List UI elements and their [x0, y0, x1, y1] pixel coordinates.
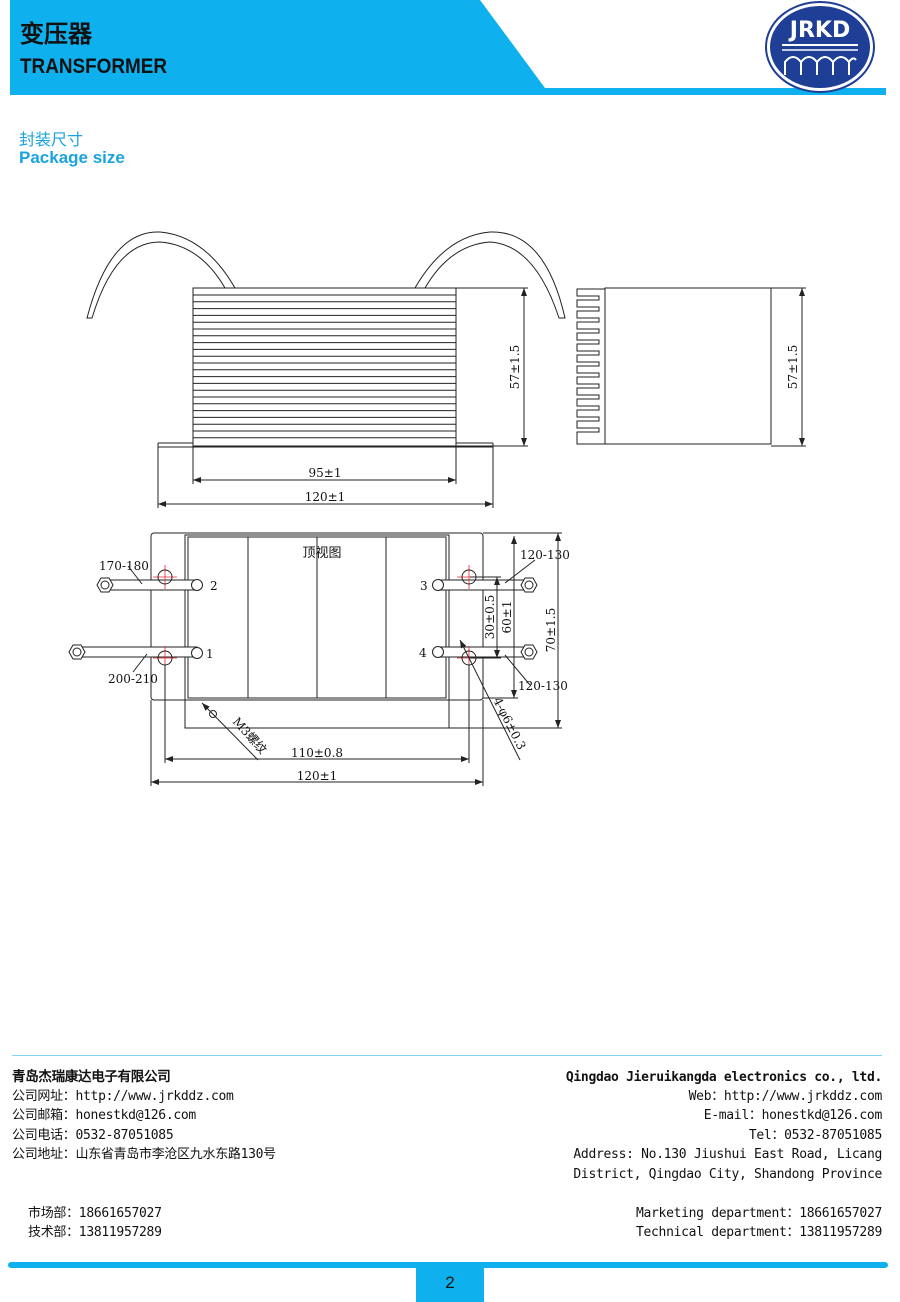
- email-en: E-mail：honestkd@126.com: [703, 1108, 883, 1123]
- side-height-dim: 57±1.5: [786, 345, 800, 389]
- address-cn: 公司地址：山东省青岛市李沧区九水东路130号: [12, 1147, 276, 1162]
- lead-2-length: 170-180: [99, 559, 149, 573]
- marketing-en: Marketing department：18661657027: [635, 1206, 882, 1221]
- package-drawing: 57±1.5 95±1 120±1 57±1.5 顶视图: [68, 231, 806, 786]
- hex-nut-icon: [68, 644, 86, 660]
- jrkd-logo: JRKD: [765, 1, 875, 93]
- hex-nut-icon: [520, 577, 538, 593]
- section-title-en: Package size: [19, 148, 125, 167]
- hex-nut-icon: [520, 644, 538, 660]
- page-number: 2: [416, 1268, 484, 1302]
- overall-depth-dim: 70±1.5: [544, 608, 558, 652]
- section-title-cn: 封装尺寸: [19, 130, 84, 149]
- phone-en: Tel：0532-87051085: [748, 1128, 882, 1143]
- header-title-en: TRANSFORMER: [20, 55, 167, 78]
- lead-1-length: 200-210: [108, 672, 158, 686]
- overall-width-dim: 120±1: [297, 769, 338, 783]
- header-title-cn: 变压器: [20, 21, 92, 48]
- hex-nut-icon: [96, 577, 114, 593]
- address-en-line1: Address: No.130 Jiushui East Road, Lican…: [573, 1147, 882, 1162]
- address-en-line2: District, Qingdao City, Shandong Provinc…: [573, 1167, 882, 1182]
- footer-divider: [12, 1055, 882, 1056]
- lead-3-length: 120-130: [520, 548, 570, 562]
- technical-en: Technical department：13811957289: [635, 1225, 882, 1240]
- marketing-cn: 市场部：18661657027: [28, 1206, 162, 1221]
- technical-cn: 技术部：13811957289: [28, 1225, 162, 1240]
- pin-3-label: 3: [420, 579, 428, 593]
- front-view: [86, 231, 566, 448]
- top-view: 顶视图 2 1 3 4 170-180 200-210 120-130 120: [68, 532, 570, 786]
- website-en: Web：http://www.jrkddz.com: [688, 1089, 883, 1104]
- svg-text:JRKD: JRKD: [788, 18, 850, 43]
- pin-4-label: 4: [419, 646, 427, 660]
- email-cn: 公司邮箱：honestkd@126.com: [12, 1108, 196, 1123]
- body-width-dim: 95±1: [309, 466, 342, 480]
- hole-spacing-v-dim: 60±1: [500, 601, 514, 634]
- company-name-cn: 青岛杰瑞康达电子有限公司: [12, 1069, 171, 1085]
- top-view-label: 顶视图: [302, 546, 341, 561]
- pin-2-label: 2: [210, 579, 218, 593]
- side-view: 57±1.5: [576, 287, 806, 447]
- pin-1-label: 1: [206, 647, 214, 661]
- phone-cn: 公司电话：0532-87051085: [12, 1128, 174, 1143]
- holes-callout: 4-φ6±0.3: [490, 695, 528, 752]
- flange-width-dim: 120±1: [305, 490, 346, 504]
- lead-4-length: 120-130: [518, 679, 568, 693]
- hole-spacing-h-dim: 110±0.8: [291, 746, 343, 760]
- front-dimensions: 57±1.5 95±1 120±1: [157, 287, 528, 508]
- pin-spacing-dim: 30±0.5: [483, 595, 497, 639]
- footer-bar: [8, 1262, 888, 1268]
- website-cn: 公司网址：http://www.jrkddz.com: [12, 1089, 234, 1104]
- company-name-en: Qingdao Jieruikangda electronics co., lt…: [565, 1070, 882, 1085]
- thread-callout: M3螺纹: [230, 715, 270, 757]
- front-height-dim: 57±1.5: [508, 345, 522, 389]
- header-banner: JRKD: [10, 0, 886, 95]
